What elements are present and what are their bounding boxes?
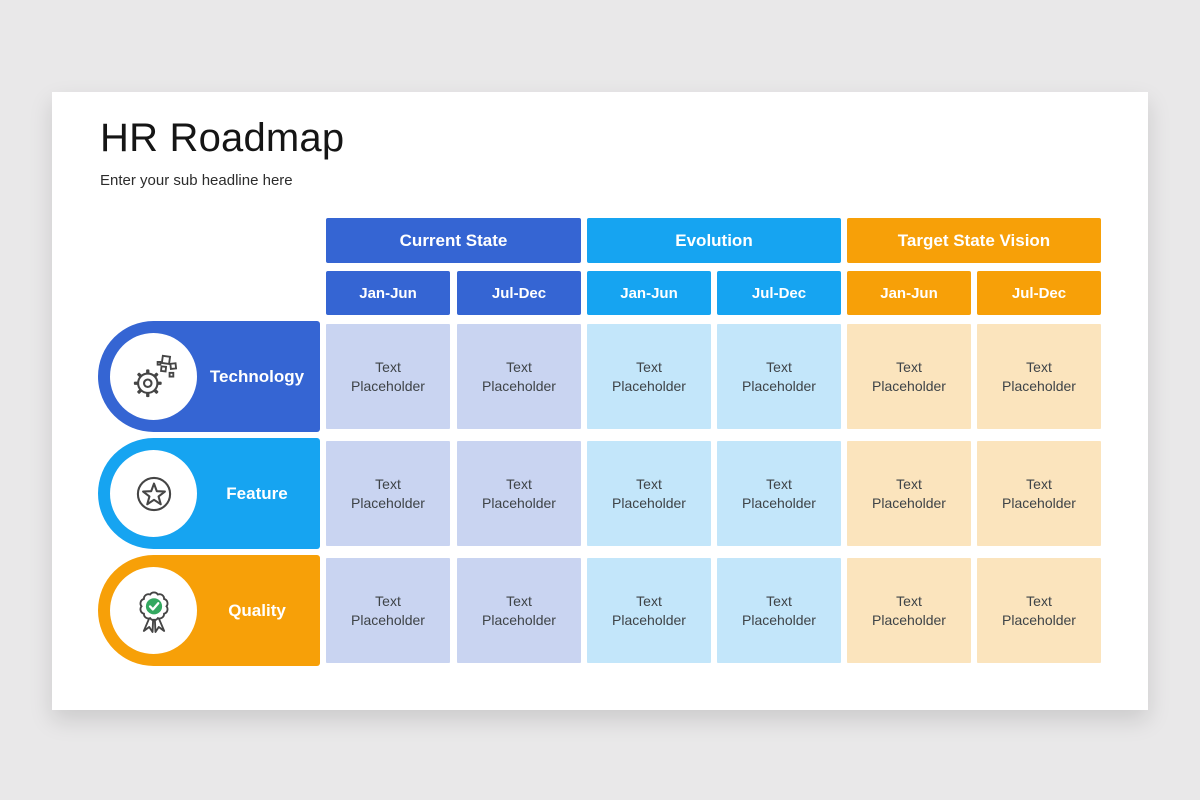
row-pill-quality[interactable]: Quality — [98, 555, 320, 666]
award-ribbon-icon — [127, 584, 181, 638]
cell-quality-evolution-jul-dec[interactable]: Text Placeholder — [717, 558, 841, 663]
cell-quality-target-jan-jun[interactable]: Text Placeholder — [847, 558, 971, 663]
group-header-evolution[interactable]: Evolution — [587, 218, 841, 263]
row-icon-circle — [110, 567, 197, 654]
cell-technology-evolution-jan-jun[interactable]: Text Placeholder — [587, 324, 711, 429]
slide-canvas: HR Roadmap Enter your sub headline here … — [52, 92, 1148, 710]
cell-feature-target-jul-dec[interactable]: Text Placeholder — [977, 441, 1101, 546]
cell-quality-evolution-jan-jun[interactable]: Text Placeholder — [587, 558, 711, 663]
cell-feature-target-jan-jun[interactable]: Text Placeholder — [847, 441, 971, 546]
row-label-feature: Feature — [226, 483, 288, 503]
row-label-technology: Technology — [209, 366, 305, 386]
cell-feature-evolution-jan-jun[interactable]: Text Placeholder — [587, 441, 711, 546]
group-header-target-state-vision[interactable]: Target State Vision — [847, 218, 1101, 263]
cell-feature-current-jul-dec[interactable]: Text Placeholder — [457, 441, 581, 546]
subheader-current-jan-jun[interactable]: Jan-Jun — [326, 271, 450, 315]
row-pill-feature[interactable]: Feature — [98, 438, 320, 549]
page-subtitle[interactable]: Enter your sub headline here — [100, 172, 293, 189]
cell-feature-current-jan-jun[interactable]: Text Placeholder — [326, 441, 450, 546]
star-medal-icon — [127, 467, 181, 521]
cell-technology-target-jan-jun[interactable]: Text Placeholder — [847, 324, 971, 429]
cell-quality-current-jul-dec[interactable]: Text Placeholder — [457, 558, 581, 663]
subheader-target-jul-dec[interactable]: Jul-Dec — [977, 271, 1101, 315]
gear-pixels-icon — [127, 350, 181, 404]
cell-quality-current-jan-jun[interactable]: Text Placeholder — [326, 558, 450, 663]
cell-quality-target-jul-dec[interactable]: Text Placeholder — [977, 558, 1101, 663]
page-title[interactable]: HR Roadmap — [100, 116, 345, 160]
subheader-evolution-jan-jun[interactable]: Jan-Jun — [587, 271, 711, 315]
cell-technology-current-jan-jun[interactable]: Text Placeholder — [326, 324, 450, 429]
group-header-current-state[interactable]: Current State — [326, 218, 581, 263]
cell-technology-evolution-jul-dec[interactable]: Text Placeholder — [717, 324, 841, 429]
cell-technology-current-jul-dec[interactable]: Text Placeholder — [457, 324, 581, 429]
subheader-current-jul-dec[interactable]: Jul-Dec — [457, 271, 581, 315]
subheader-target-jan-jun[interactable]: Jan-Jun — [847, 271, 971, 315]
row-pill-technology[interactable]: Technology — [98, 321, 320, 432]
row-icon-circle — [110, 450, 197, 537]
row-label-quality: Quality — [228, 600, 286, 620]
cell-feature-evolution-jul-dec[interactable]: Text Placeholder — [717, 441, 841, 546]
subheader-evolution-jul-dec[interactable]: Jul-Dec — [717, 271, 841, 315]
cell-technology-target-jul-dec[interactable]: Text Placeholder — [977, 324, 1101, 429]
row-icon-circle — [110, 333, 197, 420]
